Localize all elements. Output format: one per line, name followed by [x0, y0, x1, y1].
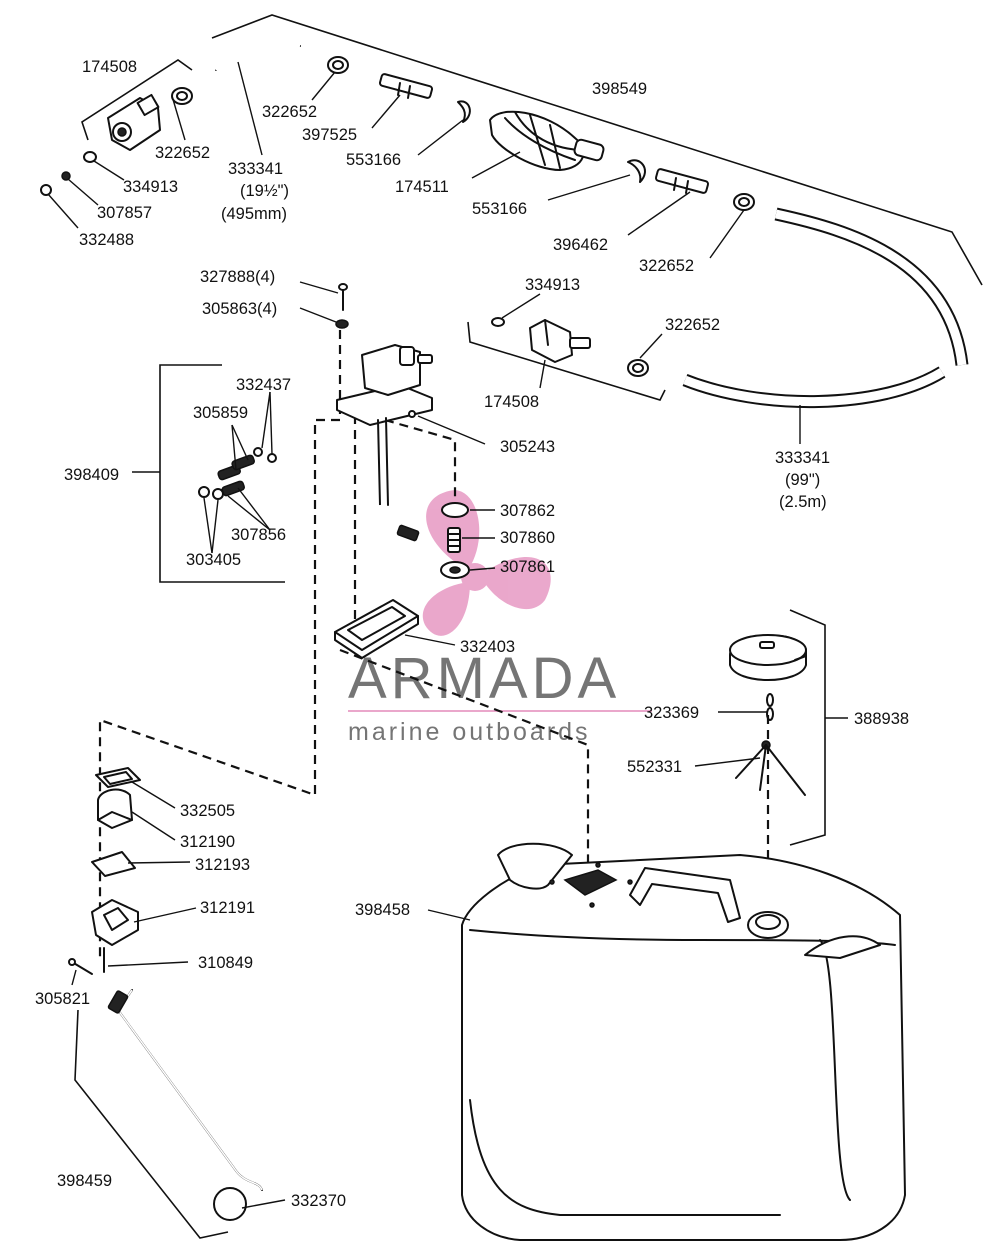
label-322652-a: 322652 — [155, 144, 210, 162]
label-307862: 307862 — [500, 502, 555, 520]
label-307856: 307856 — [231, 526, 286, 544]
label-303405: 303405 — [186, 551, 241, 569]
bracket-174508-top — [81, 59, 193, 141]
pin-305821 — [68, 958, 93, 975]
label-333341-short-len: (19½") — [240, 182, 289, 200]
label-332370: 332370 — [291, 1192, 346, 1210]
label-323369: 323369 — [644, 704, 699, 722]
gasket-332403 — [334, 599, 419, 659]
clamp-322652-b — [327, 56, 349, 74]
label-398459: 398459 — [57, 1172, 112, 1190]
clamp-322652-d — [627, 359, 649, 377]
label-398458: 398458 — [355, 901, 410, 919]
label-312190: 312190 — [180, 833, 235, 851]
label-333341-short-mm: (495mm) — [221, 205, 287, 223]
label-307861: 307861 — [500, 558, 555, 576]
fitting-397525 — [379, 73, 433, 99]
bracket-part-312191 — [91, 899, 139, 946]
chain-323369 — [766, 693, 774, 721]
label-553166-a: 553166 — [346, 151, 401, 169]
label-322652-b: 322652 — [262, 103, 317, 121]
label-327888: 327888(4) — [200, 268, 275, 286]
part-305243 — [408, 410, 416, 418]
washer-305863 — [335, 319, 349, 329]
label-333341-long-len: (99") — [785, 471, 820, 489]
connector-174508-mid — [529, 319, 591, 363]
fuel-pickup-assembly — [336, 344, 433, 542]
connector-174508-top — [107, 93, 161, 151]
label-305863: 305863(4) — [202, 300, 277, 318]
label-332403: 332403 — [460, 638, 515, 656]
washer-307861 — [440, 561, 470, 579]
vent-552331 — [735, 740, 806, 796]
label-334913-top: 334913 — [123, 178, 178, 196]
watermark-tagline: marine outboards — [348, 718, 591, 746]
float-332370 — [213, 1187, 247, 1221]
label-333341-long-m: (2.5m) — [779, 493, 827, 511]
disc-307862 — [441, 502, 469, 518]
cover-312190 — [97, 788, 133, 829]
plate-312193 — [91, 851, 136, 877]
primer-bulb-174511 — [489, 110, 605, 171]
spring-307860 — [447, 527, 461, 553]
o-ring-334913-top — [83, 151, 97, 163]
label-322652-c: 322652 — [639, 257, 694, 275]
label-552331: 552331 — [627, 758, 682, 776]
part-307857 — [61, 171, 71, 181]
label-305821: 305821 — [35, 990, 90, 1008]
gasket-332505 — [95, 767, 141, 788]
float-arm-398459 — [107, 989, 263, 1191]
label-553166-b: 553166 — [472, 200, 527, 218]
label-174508-top: 174508 — [82, 58, 137, 76]
o-ring-334913-mid — [491, 317, 505, 327]
bracket-398409 — [159, 364, 285, 583]
clip-553166-a — [457, 100, 471, 123]
label-332488: 332488 — [79, 231, 134, 249]
label-174511: 174511 — [395, 178, 449, 196]
label-310849: 310849 — [198, 954, 253, 972]
label-305243: 305243 — [500, 438, 555, 456]
assembly-brackets — [74, 14, 983, 1239]
label-333341-short: 333341 — [228, 160, 283, 178]
bracket-398459 — [74, 1009, 229, 1239]
label-332437: 332437 — [236, 376, 291, 394]
clip-553166-b — [627, 159, 646, 183]
label-398409: 398409 — [64, 466, 119, 484]
leader-lines — [47, 61, 801, 1209]
label-174508-mid: 174508 — [484, 393, 539, 411]
fuel-tank-398458 — [461, 842, 906, 1241]
part-332488 — [40, 184, 52, 196]
bracket-174508-mid — [467, 321, 666, 401]
label-307860: 307860 — [500, 529, 555, 547]
label-333341-long: 333341 — [775, 449, 830, 467]
parts-group-398409 — [198, 447, 277, 500]
label-397525: 397525 — [302, 126, 357, 144]
label-396462: 396462 — [553, 236, 608, 254]
label-388938: 388938 — [854, 710, 909, 728]
label-312191: 312191 — [200, 899, 255, 917]
clamp-322652-a — [171, 87, 193, 105]
label-312193: 312193 — [195, 856, 250, 874]
part-labels: 174508 322652 334913 307857 332488 33334… — [35, 58, 909, 1210]
label-334913-mid: 334913 — [525, 276, 580, 294]
label-322652-d: 322652 — [665, 316, 720, 334]
watermark-brand: ARMADA — [348, 646, 620, 711]
clamp-322652-c — [733, 193, 755, 211]
label-398549: 398549 — [592, 80, 647, 98]
fitting-396462 — [655, 168, 709, 194]
hose-333341-long — [682, 207, 969, 409]
screw-327888 — [338, 283, 348, 311]
bracket-388938 — [789, 609, 826, 846]
label-307857: 307857 — [97, 204, 152, 222]
label-332505: 332505 — [180, 802, 235, 820]
bracket-398549 — [211, 14, 983, 286]
label-305859: 305859 — [193, 404, 248, 422]
fuel-cap-388938 — [729, 634, 807, 681]
